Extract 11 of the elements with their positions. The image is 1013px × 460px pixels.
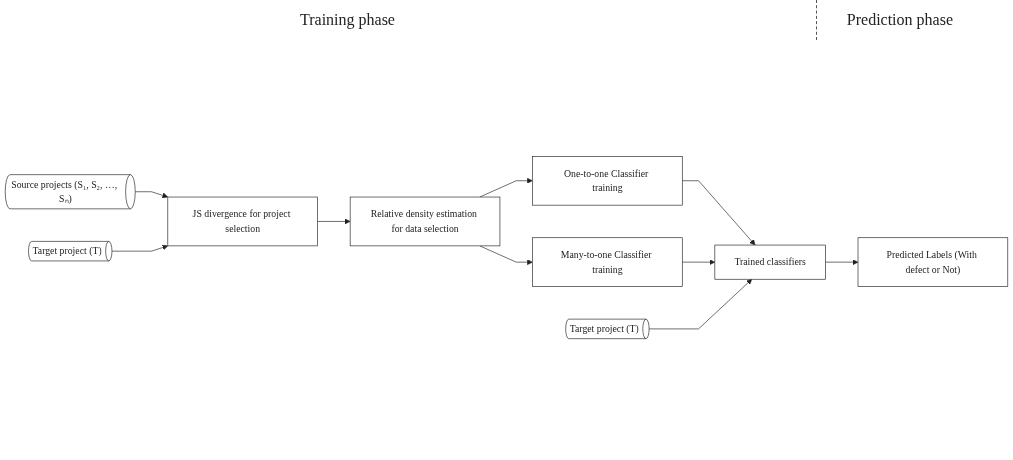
node-text: Source projects (S₁, S₂, …, Sₙ) [11, 179, 118, 205]
node-box: JS divergence for project selection [167, 196, 318, 247]
node-box: Trained classifiers [714, 244, 826, 280]
node-box: Predicted Labels (With defect or Not) [857, 237, 1009, 287]
node-text: Target project (T) [569, 323, 639, 334]
phase-label: Prediction phase [846, 11, 953, 29]
node-box: Many-to-one Classifier training [532, 237, 683, 287]
node-box: One-to-one Classifier training [532, 156, 683, 206]
node-box: Relative density estimation for data selection [349, 196, 501, 247]
node-text: Target project (T) [32, 245, 102, 257]
phase-label: Training phase [300, 11, 395, 29]
